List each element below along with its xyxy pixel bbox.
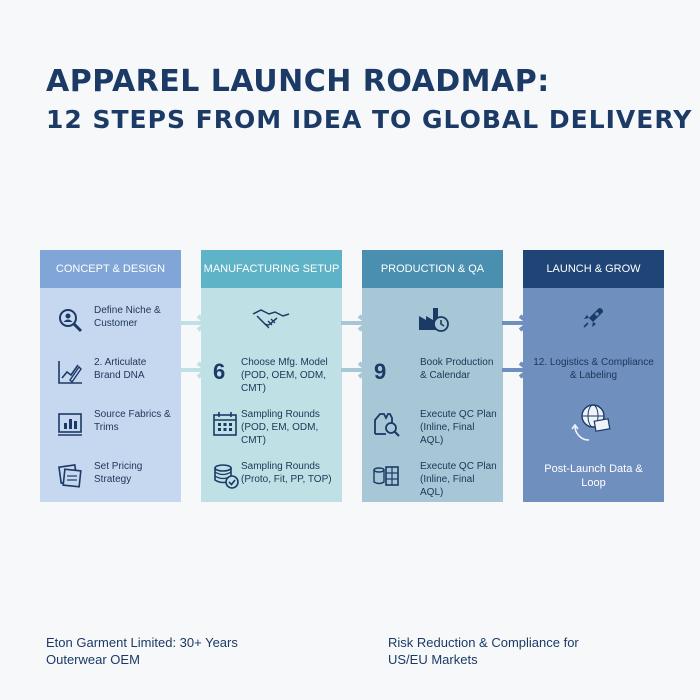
step-sampling-rounds-2: Sampling Rounds (Proto, Fit, PP, TOP)	[201, 458, 342, 498]
step-data-loop-icon	[523, 402, 664, 442]
step-source-fabrics: Source Fabrics & Trims	[40, 406, 181, 446]
factory-clock-icon	[419, 308, 449, 332]
handshake-icon	[252, 309, 290, 329]
step-label: Set Pricing Strategy	[94, 461, 143, 485]
step-label: Sampling Rounds (Proto, Fit, PP, TOP)	[241, 461, 332, 485]
bar-chart-icon	[58, 413, 82, 436]
column-header: MANUFACTURING SETUP	[201, 250, 342, 288]
step-define-niche: Define Niche & Customer	[40, 302, 181, 342]
arrow-right-icon	[502, 361, 532, 379]
column-body: 6 Choose Mfg. Model (POD, OEM, ODM, CMT)…	[201, 288, 342, 502]
step-label: 2. Articulate Brand DNA	[94, 357, 147, 381]
step-launch	[523, 302, 664, 342]
step-pricing: Set Pricing Strategy	[40, 458, 181, 498]
step-factory	[362, 302, 503, 342]
step-number: 6	[213, 359, 226, 384]
step-label: Sampling Rounds (POD, EM, ODM, CMT)	[241, 409, 320, 446]
step-post-launch: Post-Launch Data & Loop	[523, 460, 664, 500]
step-sampling-rounds-1: Sampling Rounds (POD, EM, ODM, CMT)	[201, 406, 342, 446]
step-label: Post-Launch Data & Loop	[544, 463, 643, 489]
step-qc-plan-2: Execute QC Plan (Inline, Final AQL)	[362, 458, 503, 498]
column-header: PRODUCTION & QA	[362, 250, 503, 288]
calendar-icon	[213, 412, 237, 436]
step-brand-dna: 2. Articulate Brand DNA	[40, 354, 181, 394]
step-label: Define Niche & Customer	[94, 305, 161, 329]
column-launch-grow: LAUNCH & GROW 12. Logistics & Compliance…	[523, 250, 664, 502]
step-label: Book Production & Calendar	[420, 357, 494, 381]
step-choose-model: 6 Choose Mfg. Model (POD, OEM, ODM, CMT)	[201, 354, 342, 394]
step-qc-plan-1: Execute QC Plan (Inline, Final AQL)	[362, 406, 503, 446]
step-logistics: 12. Logistics & Compliance & Labeling	[523, 354, 664, 394]
column-body: Define Niche & Customer 2. Articulate Br…	[40, 288, 181, 502]
title-line-1: APPAREL LAUNCH ROADMAP:	[46, 64, 550, 99]
price-tags-icon	[58, 464, 82, 488]
column-manufacturing-setup: MANUFACTURING SETUP 6 Choose Mfg. Model …	[201, 250, 342, 502]
page-title: APPAREL LAUNCH ROADMAP: 12 STEPS FROM ID…	[46, 64, 692, 140]
arrow-right-icon	[341, 314, 371, 332]
step-number: 9	[374, 359, 387, 384]
footer-right: Risk Reduction & Compliance for US/EU Ma…	[388, 635, 579, 667]
column-production-qa: PRODUCTION & QA 9 Book Production & Cale…	[362, 250, 503, 502]
column-body: 12. Logistics & Compliance & Labeling Po…	[523, 288, 664, 502]
calculator-icon	[373, 466, 399, 486]
step-label: Choose Mfg. Model (POD, OEM, ODM, CMT)	[241, 357, 328, 394]
footer-left: Eton Garment Limited: 30+ Years Outerwea…	[46, 635, 238, 667]
arrow-right-icon	[502, 314, 532, 332]
step-partner	[201, 302, 342, 342]
title-line-2: 12 STEPS FROM IDEA TO GLOBAL DELIVERY	[46, 105, 693, 134]
column-concept-design: CONCEPT & DESIGN Define Niche & Customer…	[40, 250, 181, 502]
column-header: LAUNCH & GROW	[523, 250, 664, 288]
step-label: 12. Logistics & Compliance & Labeling	[533, 357, 654, 381]
jacket-magnifier-icon	[374, 413, 400, 437]
step-label: Execute QC Plan (Inline, Final AQL)	[420, 461, 497, 498]
column-body: 9 Book Production & Calendar Execute QC …	[362, 288, 503, 502]
search-person-icon	[59, 309, 83, 333]
chart-pencil-icon	[58, 361, 82, 384]
step-label: Source Fabrics & Trims	[94, 409, 171, 433]
column-header: CONCEPT & DESIGN	[40, 250, 181, 288]
globe-loop-icon	[571, 404, 611, 441]
rocket-icon	[583, 308, 603, 328]
arrow-right-icon	[180, 314, 210, 332]
arrow-right-icon	[180, 361, 210, 379]
coins-check-icon	[214, 464, 239, 489]
arrow-right-icon	[341, 361, 371, 379]
step-label: Execute QC Plan (Inline, Final AQL)	[420, 409, 497, 446]
step-book-production: 9 Book Production & Calendar	[362, 354, 503, 394]
